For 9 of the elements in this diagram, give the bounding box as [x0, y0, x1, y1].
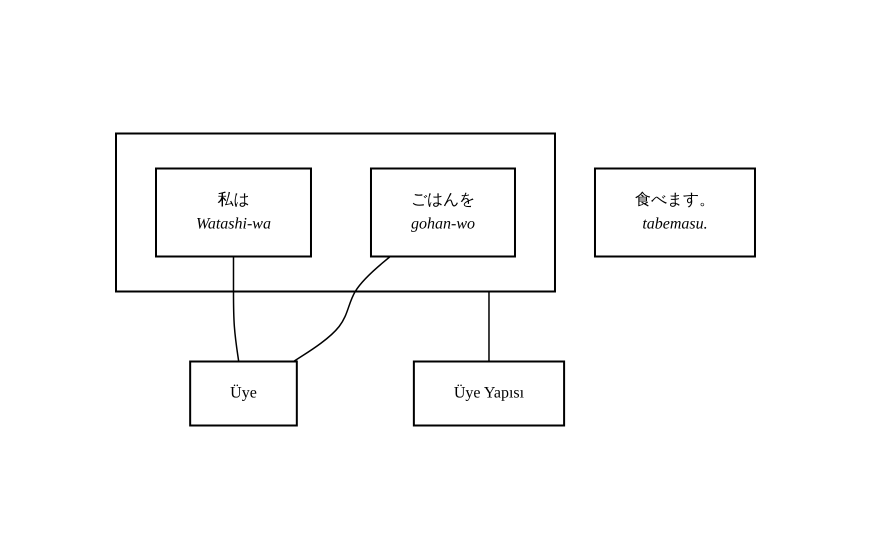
node-box: Üye Yapısı	[412, 360, 565, 426]
node-box: 食べます。 tabemasu.	[593, 168, 756, 258]
node-box: Üye	[188, 360, 298, 426]
connector	[488, 292, 490, 362]
node-box: ごはんを gohan-wo	[369, 168, 516, 258]
connector	[232, 256, 239, 362]
connector	[292, 256, 390, 362]
node-box: 私は Watashi-wa	[154, 168, 312, 258]
cluster	[114, 132, 556, 292]
